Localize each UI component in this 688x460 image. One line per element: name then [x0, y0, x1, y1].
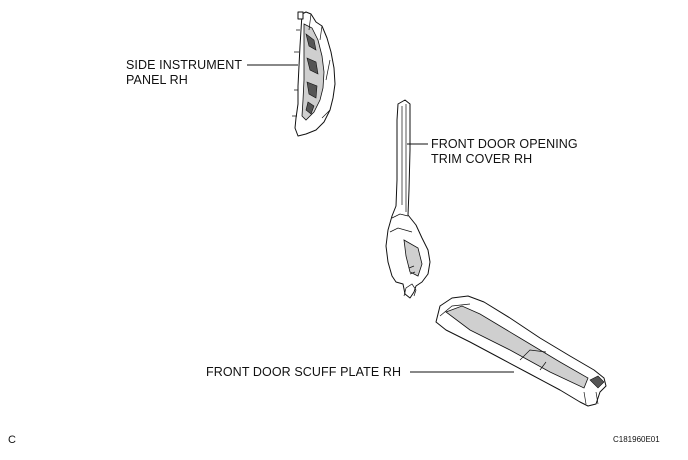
corner-code-left: C	[8, 434, 16, 446]
label-side-instrument-panel-line2: PANEL RH	[126, 73, 188, 87]
front-door-scuff-plate-part	[435, 295, 607, 407]
side-instrument-panel-part	[292, 11, 336, 137]
label-trim-cover-line2: TRIM COVER RH	[431, 152, 533, 166]
label-side-instrument-panel: SIDE INSTRUMENT PANEL RH	[126, 58, 242, 88]
label-front-door-scuff-plate: FRONT DOOR SCUFF PLATE RH	[206, 365, 401, 380]
front-door-opening-trim-cover-part	[385, 99, 431, 299]
label-front-door-opening-trim-cover: FRONT DOOR OPENING TRIM COVER RH	[431, 137, 578, 167]
label-scuff-plate-line1: FRONT DOOR SCUFF PLATE RH	[206, 365, 402, 379]
label-trim-cover-line1: FRONT DOOR OPENING	[431, 137, 578, 151]
label-side-instrument-panel-line1: SIDE INSTRUMENT	[126, 58, 243, 72]
figure-id-code: C181960E01	[613, 435, 660, 444]
